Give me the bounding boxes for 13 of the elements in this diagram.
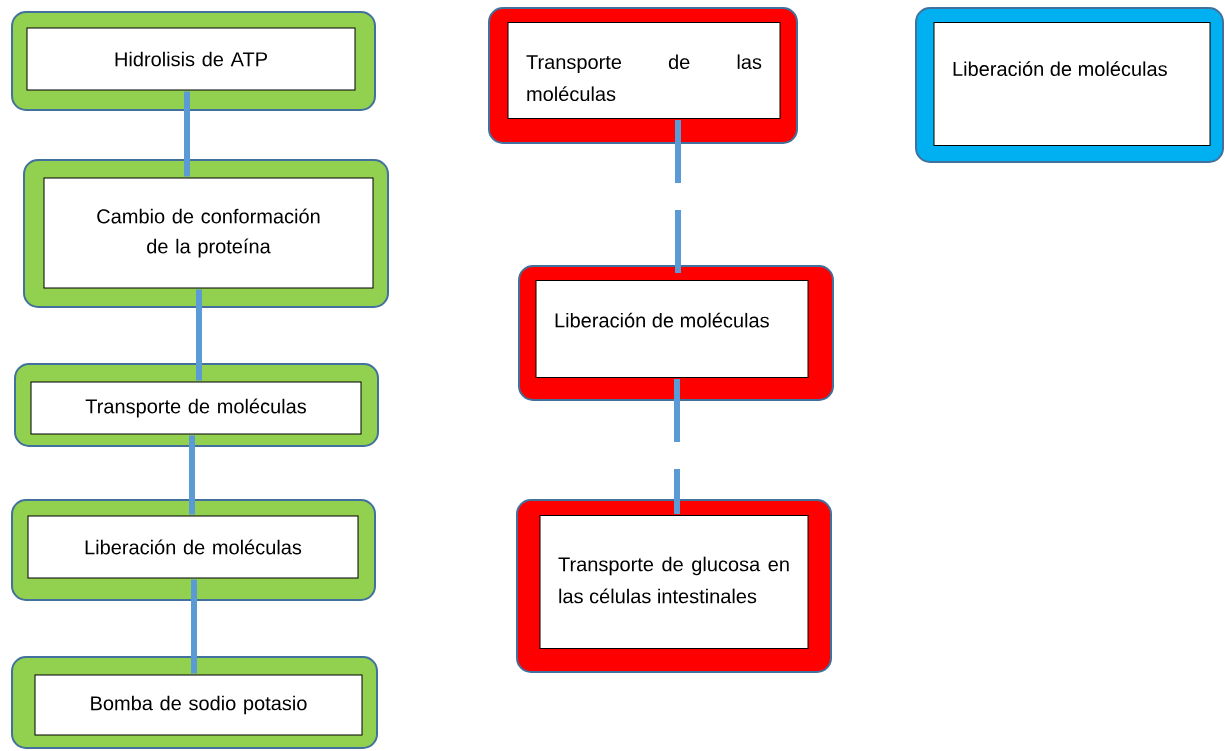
process-box: Transporte de glucosa en las células intestinales [516, 499, 832, 673]
connector-line [189, 435, 195, 515]
process-box: Liberación de moléculas [11, 499, 376, 601]
process-box: Liberación de moléculas [518, 265, 834, 401]
process-box: Liberación de moléculas [915, 7, 1224, 163]
process-box: Hidrolisis de ATP [11, 11, 376, 111]
process-box: Transporte de moléculas [14, 363, 379, 447]
process-box: Bomba de sodio potasio [11, 656, 378, 749]
connector-line [184, 91, 190, 177]
process-box: Cambio de conformación de la proteína [23, 159, 389, 308]
connector-line [191, 579, 197, 674]
process-box: Transporte de las moléculas [488, 7, 798, 144]
connector-line [196, 289, 202, 381]
